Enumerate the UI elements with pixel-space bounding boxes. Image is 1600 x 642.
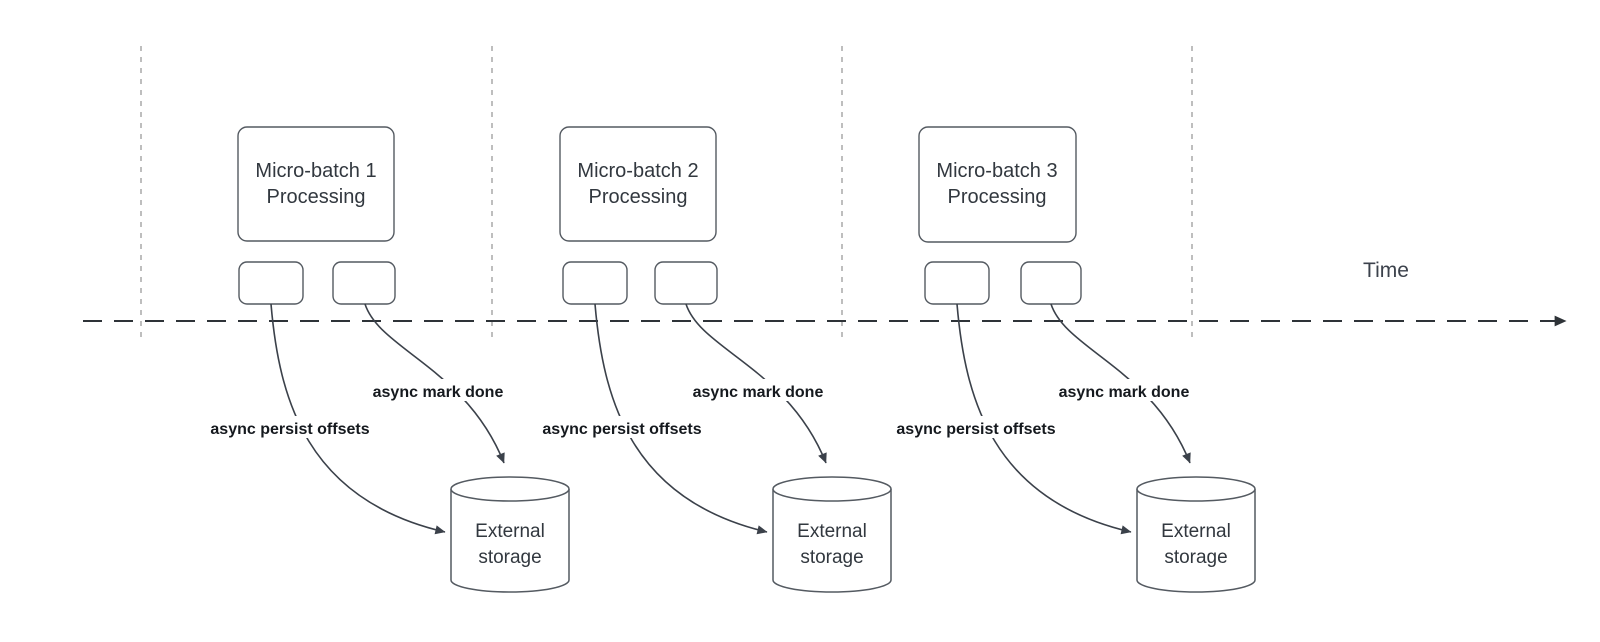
micro-batch-3-processing-box [918,126,1077,243]
persist-offsets-source-box-1 [238,261,304,305]
cylinder-body-1 [450,489,570,593]
micro-batch-1-processing-box [237,126,395,242]
persist-offsets-arrow-2 [594,303,768,535]
persist-offsets-label-2: async persist offsets [542,421,701,438]
micro-batch-1-label-line1: Micro-batch 1 [255,160,376,182]
external-storage-label-3-line1: External [1161,521,1231,542]
mark-done-label-bg-3 [1050,379,1198,401]
persist-offsets-label-bg-3 [888,416,1064,438]
external-storage-cylinder-3: External storage [1136,476,1256,593]
mark-done-label-bg-1 [364,379,512,401]
persist-offsets-label-1: async persist offsets [210,421,369,438]
external-storage-label-1-line2: storage [478,547,541,568]
microbatch-section-2: Micro-batch 2 Processing External storag… [534,126,892,593]
mark-done-source-box-2 [654,261,718,305]
micro-batch-2-label-line2: Processing [589,186,688,208]
mark-done-label-bg-2 [684,379,832,401]
cylinder-top-1 [450,476,570,502]
external-storage-label-2-line1: External [797,521,867,542]
mark-done-arrow-3 [1050,303,1191,464]
time-slot-guides [140,46,1193,338]
micro-batch-3-label-line1: Micro-batch 3 [936,160,1057,182]
cylinder-top-2 [772,476,892,502]
mark-done-source-box-1 [332,261,396,305]
external-storage-label-1-line1: External [475,521,545,542]
external-storage-label-3-line2: storage [1164,547,1227,568]
mark-done-label-3: async mark done [1059,384,1190,401]
persist-offsets-arrow-3 [956,303,1132,535]
external-storage-label-2-line2: storage [800,547,863,568]
micro-batch-3-label-line2: Processing [948,186,1047,208]
mark-done-arrow-1 [364,303,505,464]
micro-batch-2-processing-box [559,126,717,242]
mark-done-label-1: async mark done [373,384,504,401]
mark-done-source-box-3 [1020,261,1082,305]
mark-done-label-2: async mark done [693,384,824,401]
microbatch-section-3: Micro-batch 3 Processing External storag… [888,126,1256,593]
microbatch-section-1: Micro-batch 1 Processing External storag… [202,126,570,593]
persist-offsets-arrow-1 [270,303,446,535]
persist-offsets-label-3: async persist offsets [896,421,1055,438]
cylinder-top-3 [1136,476,1256,502]
cylinder-body-2 [772,489,892,593]
micro-batch-2-label-line1: Micro-batch 2 [577,160,698,182]
persist-offsets-label-bg-1 [202,416,378,438]
external-storage-cylinder-2: External storage [772,476,892,593]
cylinder-body-3 [1136,489,1256,593]
persist-offsets-source-box-2 [562,261,628,305]
persist-offsets-label-bg-2 [534,416,710,438]
mark-done-arrow-2 [685,303,827,464]
persist-offsets-source-box-3 [924,261,990,305]
external-storage-cylinder-1: External storage [450,476,570,593]
time-axis-label: Time [1363,259,1409,282]
micro-batch-1-label-line2: Processing [267,186,366,208]
